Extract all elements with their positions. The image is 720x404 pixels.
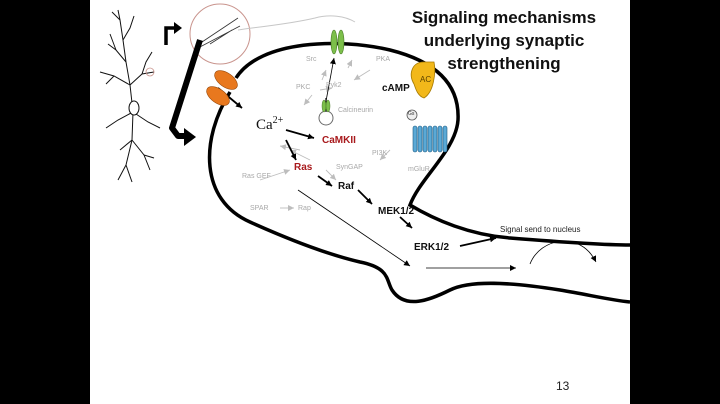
- slide: Signaling mechanisms underlying synaptic…: [90, 0, 630, 404]
- calcium-text: Ca: [256, 117, 273, 133]
- title-line-3: strengthening: [447, 54, 561, 73]
- big-bent-arrow: [169, 39, 203, 139]
- gs-protein: [406, 109, 418, 121]
- title-line-1: Signaling mechanisms: [411, 8, 597, 27]
- ras-label: Ras: [294, 162, 313, 173]
- signal-to-nucleus-label: Signal send to nucleus: [500, 225, 581, 234]
- camkii-label: CaMKII: [322, 135, 356, 146]
- erk-label: ERK1/2: [414, 242, 450, 253]
- nucleus-curved-arrow: [529, 240, 597, 265]
- zoom-circle-large: [189, 3, 251, 65]
- raf-label: Raf: [338, 181, 355, 192]
- ac-label: AC: [420, 75, 432, 84]
- syngap-label: SynGAP: [336, 164, 363, 171]
- gs-label: Gs: [408, 111, 415, 117]
- zoom-circle-small: [145, 67, 155, 77]
- pka-label: PKA: [376, 56, 391, 63]
- neuron-illustration: [99, 9, 161, 183]
- ampa-receptor: [330, 29, 345, 55]
- calcium-charge: 2+: [272, 115, 284, 126]
- page-number: 13: [556, 379, 570, 393]
- spar-label: SPAR: [250, 205, 269, 212]
- mek-label: MEK1/2: [378, 206, 415, 217]
- rap-label: Rap: [298, 205, 311, 212]
- title-line-2: underlying synaptic: [423, 31, 585, 50]
- nmda-receptor: [206, 70, 238, 106]
- src-label: Src: [306, 56, 317, 63]
- signaling-diagram: [99, 3, 630, 304]
- zoom-detail-lines: [197, 17, 241, 49]
- mglur-receptor: [412, 125, 448, 153]
- presynaptic-outline: [237, 15, 356, 31]
- slide-title: Signaling mechanisms underlying synaptic…: [388, 6, 620, 75]
- nucleus-thin-arrow: [297, 189, 411, 267]
- pkc-label: PKC: [296, 84, 311, 91]
- ampa-vesicle: [318, 99, 334, 126]
- spine-membrane-inner: [207, 91, 630, 304]
- calcineurin-label: Calcineurin: [338, 107, 374, 114]
- pi3k-label: PI3K: [372, 150, 388, 157]
- camp-label: cAMP: [382, 83, 410, 94]
- calcium-label: Ca2+: [256, 116, 283, 133]
- small-hook-arrowhead: [174, 22, 182, 34]
- mglur-label: mGluR: [408, 166, 430, 173]
- rasgef-label: Ras GEF: [242, 173, 271, 180]
- ac-enzyme: [410, 61, 436, 99]
- pyk2-label: Pyk2: [326, 82, 342, 89]
- small-hook-arrow: [164, 26, 174, 45]
- big-bent-arrowhead: [184, 128, 196, 146]
